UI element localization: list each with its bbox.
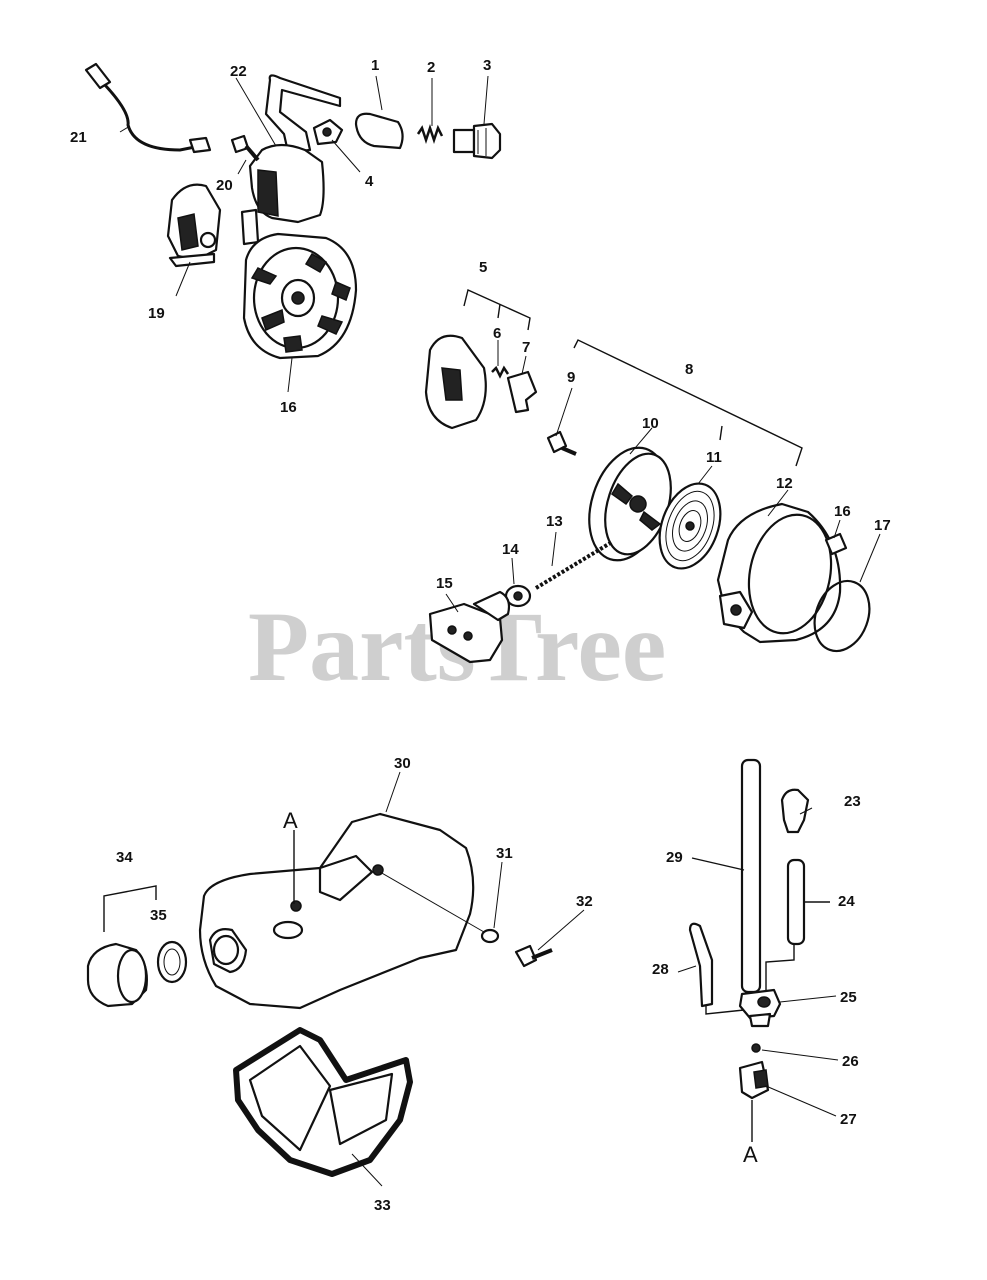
label-21: 21 — [70, 129, 87, 146]
o-ring-26 — [751, 1043, 761, 1053]
label-1: 1 — [371, 57, 379, 74]
label-4: 4 — [365, 173, 374, 190]
label-25: 25 — [840, 989, 857, 1006]
starter-rope — [534, 540, 614, 590]
clutch-pin — [506, 370, 538, 414]
label-31: 31 — [496, 845, 513, 862]
label-33: 33 — [374, 1197, 391, 1214]
label-26: 26 — [842, 1053, 859, 1070]
label-35: 35 — [150, 907, 167, 924]
bolt-32 — [514, 944, 553, 968]
fuel-filter-27 — [738, 1060, 770, 1100]
label-19: 19 — [148, 305, 165, 322]
ignition-module — [166, 183, 222, 268]
label-11: 11 — [706, 449, 722, 466]
label-13: 13 — [546, 513, 563, 530]
spark-plug-wire — [84, 62, 212, 154]
label-7: 7 — [522, 339, 530, 356]
label-5: 5 — [479, 259, 487, 276]
label-16a: 16 — [280, 399, 297, 416]
screw-9 — [546, 430, 577, 456]
flywheel — [242, 232, 358, 360]
fuel-tank — [198, 812, 475, 1010]
label-22: 22 — [230, 63, 247, 80]
label-14: 14 — [502, 541, 519, 558]
clutch-shoe — [424, 334, 487, 430]
spark-plug-boot — [354, 112, 404, 150]
label-27: 27 — [840, 1111, 857, 1128]
label-34: 34 — [116, 849, 133, 866]
washer-31 — [480, 928, 500, 944]
fuel-hose-24 — [765, 858, 830, 990]
label-32: 32 — [576, 893, 593, 910]
starter-handle — [428, 590, 511, 664]
fuel-cap — [86, 942, 148, 1008]
label-3: 3 — [483, 57, 491, 74]
label-8: 8 — [685, 361, 693, 378]
marker-a-tank: A — [283, 808, 298, 833]
recoil-spring — [658, 482, 722, 570]
screw-16 — [824, 532, 848, 556]
label-2: 2 — [427, 59, 435, 76]
fuel-tube — [740, 758, 762, 994]
tank-frame — [233, 1027, 413, 1177]
clutch-spring — [491, 365, 510, 379]
starter-ring — [813, 579, 871, 653]
label-6: 6 — [493, 325, 501, 342]
starter-pulley — [588, 446, 672, 562]
label-28: 28 — [652, 961, 669, 978]
label-24: 24 — [838, 893, 855, 910]
label-20: 20 — [216, 177, 233, 194]
label-12: 12 — [776, 475, 793, 492]
screw-20 — [230, 134, 260, 162]
cap-gasket — [156, 940, 188, 984]
terminal-nut — [452, 122, 502, 160]
label-29: 29 — [666, 849, 683, 866]
label-15: 15 — [436, 575, 453, 592]
label-9: 9 — [567, 369, 575, 386]
label-17: 17 — [874, 517, 891, 534]
label-16b: 16 — [834, 503, 851, 520]
coil-clip — [312, 118, 344, 146]
fuel-fitting-23 — [780, 788, 810, 834]
label-30: 30 — [394, 755, 411, 772]
label-10: 10 — [642, 415, 659, 432]
fuel-filter-25 — [738, 988, 782, 1028]
starter-housing — [716, 502, 842, 644]
boot-spring — [416, 124, 444, 144]
label-23: 23 — [844, 793, 861, 810]
fuel-hose-28 — [688, 922, 745, 1015]
ignition-coil — [240, 74, 342, 246]
marker-a-line: A — [743, 1142, 758, 1167]
